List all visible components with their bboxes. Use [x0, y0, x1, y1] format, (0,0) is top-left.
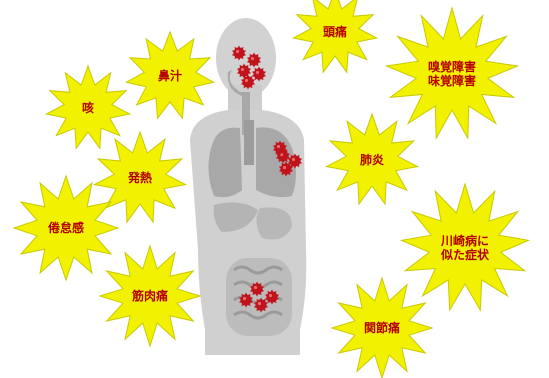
symptom-label-kawasaki-like: 川崎病に 似た症状: [441, 234, 489, 262]
symptom-label-fever: 発熱: [128, 171, 152, 185]
symptom-label-muscle-pain: 筋肉痛: [132, 289, 168, 303]
symptom-label-fatigue: 倦怠感: [48, 221, 84, 235]
symptom-label-pneumonia: 肺炎: [360, 153, 384, 167]
symptom-label-runny-nose: 鼻汁: [158, 69, 182, 83]
symptom-label-cough: 咳: [82, 101, 94, 115]
symptom-label-headache: 頭痛: [323, 25, 347, 39]
symptom-label-joint-pain: 関節痛: [364, 321, 400, 335]
trachea: [244, 120, 254, 165]
symptom-label-smell-taste-loss: 嗅覚障害 味覚障害: [428, 60, 476, 88]
